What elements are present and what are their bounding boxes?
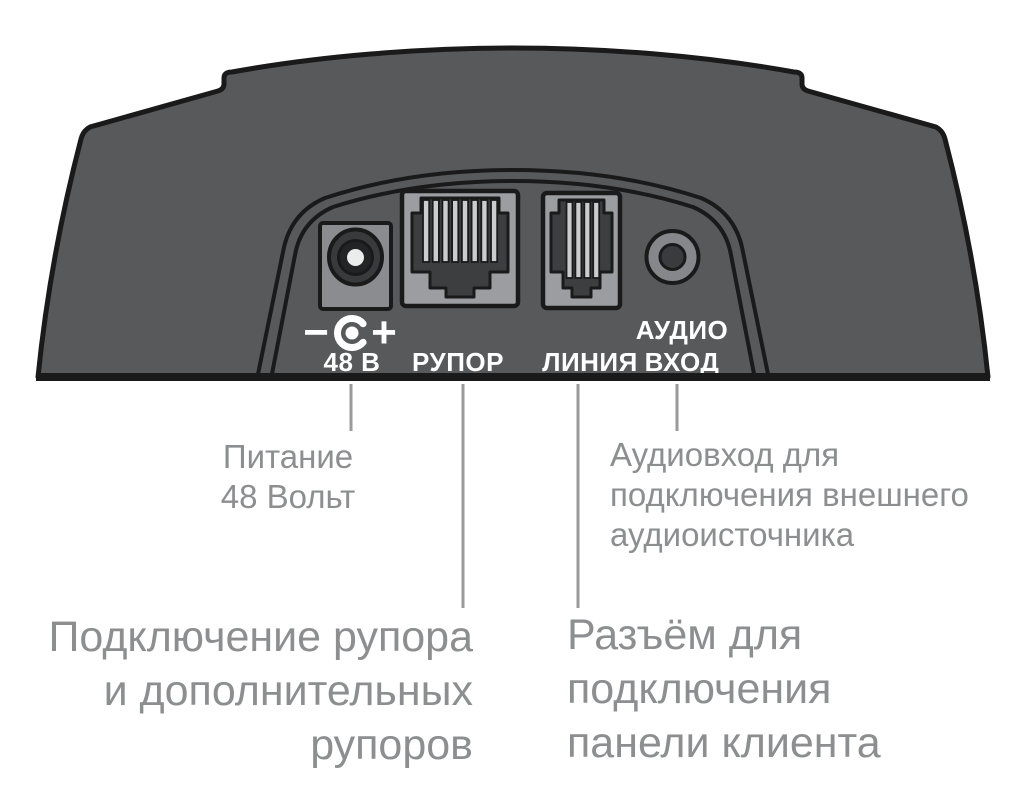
polarity-minus: −: [303, 308, 329, 357]
line-rj11-port: [540, 190, 623, 311]
power-jack: [318, 221, 393, 311]
callout-audio-line2: подключения внешнего: [610, 476, 969, 513]
dc-polarity-symbol: − +: [303, 308, 397, 357]
callout-horn-line2: и дополнительных: [103, 667, 473, 715]
callout-horn: Подключение рупора и дополнительных рупо…: [20, 610, 473, 772]
polarity-ring: [334, 315, 367, 351]
callout-line-line3: панели клиента: [567, 719, 881, 767]
callout-horn-line3: рупоров: [310, 721, 473, 769]
line-port-label: ЛИНИЯ: [542, 347, 638, 377]
rj11-pins: [565, 201, 601, 279]
callout-horn-line1: Подключение рупора: [48, 613, 473, 661]
horn-rj45-port: [399, 188, 521, 309]
audio-input-jack: [644, 229, 701, 285]
device-bottom-edge: [36, 373, 990, 381]
callout-audio: Аудиовход для подключения внешнего аудио…: [610, 435, 1024, 555]
polarity-center-dot: [345, 326, 359, 340]
audio-port-label-line1: АУДИО: [636, 315, 729, 345]
rj45-pins: [422, 199, 499, 263]
polarity-plus: +: [371, 308, 397, 357]
callout-line-line2: подключения: [567, 665, 832, 713]
audio-jack-hole: [658, 243, 687, 271]
callout-line-line1: Разъём для: [567, 611, 803, 659]
callout-power-line2: 48 Вольт: [220, 478, 356, 515]
power-jack-center-pin: [347, 249, 364, 266]
audio-port-label-line2: ВХОД: [645, 347, 720, 377]
callout-line: Разъём для подключения панели клиента: [567, 608, 967, 770]
callout-power: Питание 48 Вольт: [128, 437, 448, 517]
recess-outer-outline: [255, 167, 771, 380]
callout-audio-line1: Аудиовход для: [610, 436, 840, 473]
power-port-label: 48 В: [324, 347, 381, 377]
callout-audio-line3: аудиоисточника: [610, 516, 855, 553]
recess-inner-outline: [269, 178, 757, 380]
horn-port-label: РУПОР: [412, 347, 504, 377]
callout-power-line1: Питание: [222, 438, 354, 475]
